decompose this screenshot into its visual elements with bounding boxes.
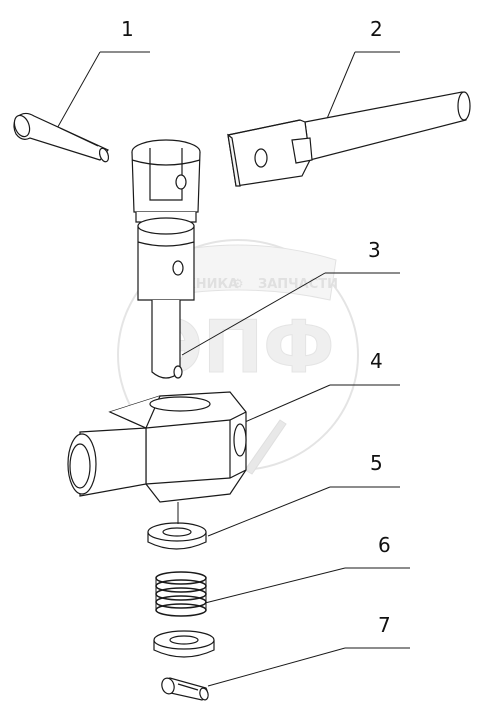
callout-4: 4 — [237, 349, 400, 426]
part-6-spring — [155, 571, 207, 617]
callout-number: 7 — [378, 613, 391, 637]
callout-number: 2 — [370, 17, 383, 41]
callout-number: 5 — [370, 451, 383, 475]
part-washer-lower — [153, 630, 215, 658]
callout-number: 1 — [121, 17, 134, 41]
callout-6: 6 — [204, 533, 410, 604]
callout-number: 4 — [370, 349, 383, 373]
part-3-stem — [131, 139, 201, 379]
part-4-body — [67, 391, 247, 503]
callout-5: 5 — [207, 451, 400, 537]
watermark-gear-icon: ⚙ — [232, 276, 244, 291]
part-7-small-pin — [161, 677, 209, 701]
callout-number: 3 — [368, 238, 381, 262]
part-2-rod — [227, 91, 471, 187]
callout-1: 1 — [54, 17, 150, 133]
callout-3: 3 — [181, 238, 400, 356]
callout-number: 6 — [378, 533, 391, 557]
part-1-pin — [13, 112, 110, 163]
watermark-text-right: ЗАПЧАСТИ — [258, 277, 338, 292]
callout-7: 7 — [207, 613, 410, 687]
part-5-washer — [147, 522, 207, 550]
